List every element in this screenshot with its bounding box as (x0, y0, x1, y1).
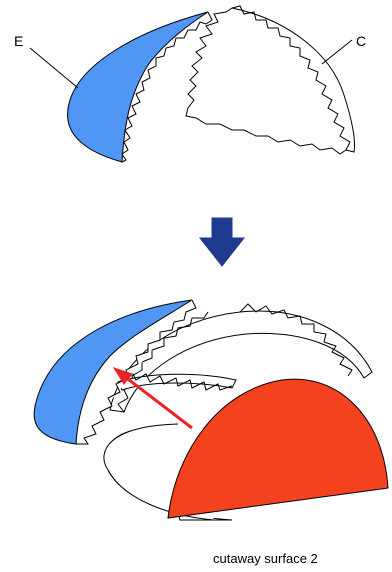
label-e: E (14, 33, 23, 49)
blue-shell (34, 300, 192, 444)
label-c: C (356, 33, 366, 49)
label-c-leader (322, 40, 352, 64)
caption-cutaway: cutaway surface 2 (213, 551, 318, 566)
down-arrow-icon (200, 218, 244, 266)
top-pieces: E C (14, 6, 366, 162)
bottom-assembly: cutaway surface 2 (34, 300, 388, 566)
cutaway-surface (168, 379, 388, 518)
piece-c-shell (186, 8, 355, 154)
label-e-leader (30, 48, 78, 88)
